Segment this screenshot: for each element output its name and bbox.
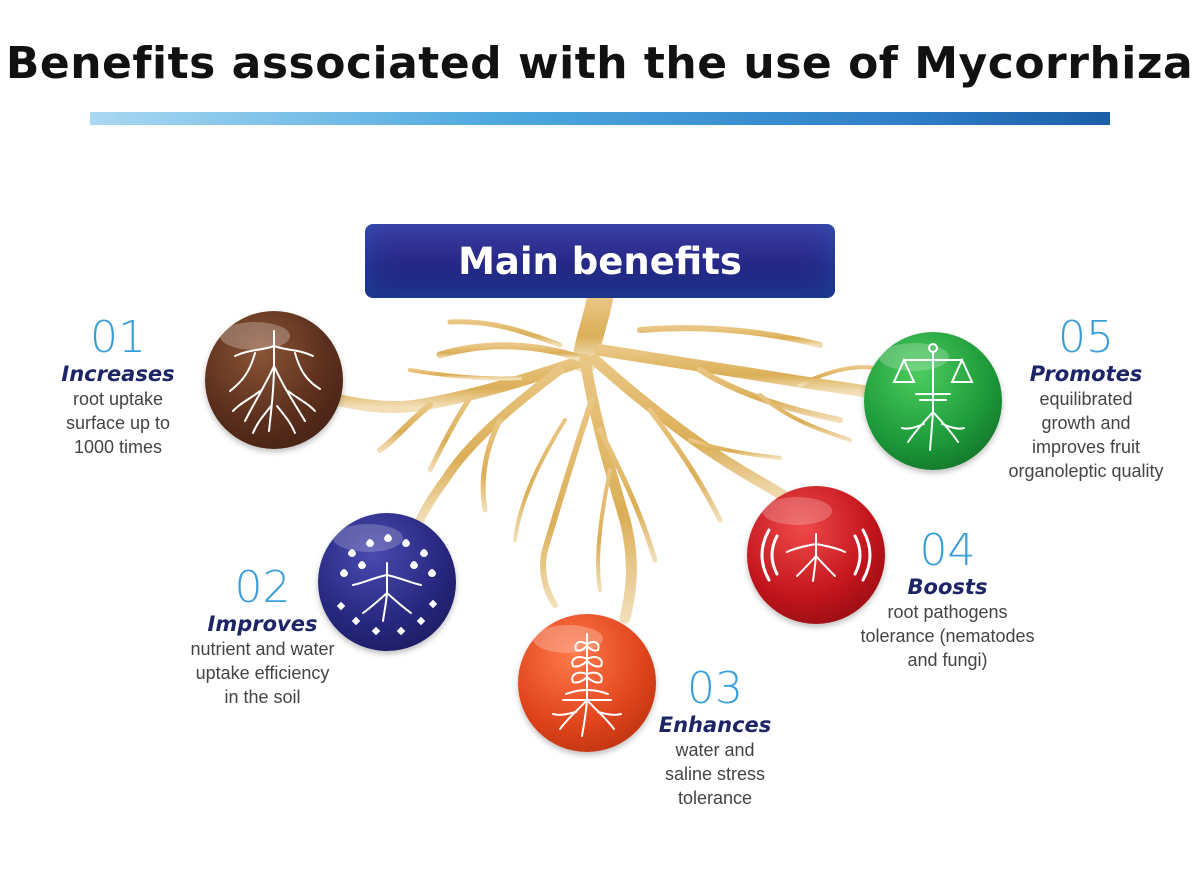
benefit-01-line-2: surface up to (65, 413, 171, 433)
benefit-01-label: 01 Increases root uptake surface up to 1… (40, 315, 196, 459)
benefit-05-line-3: improves fruit (1031, 437, 1141, 457)
benefit-02-line-1: nutrient and water (190, 639, 335, 659)
benefit-05-line-2: growth and (1041, 413, 1131, 433)
benefit-01-verb: Increases (61, 362, 175, 386)
benefit-02-circle (318, 513, 456, 651)
benefit-03-verb: Enhances (658, 713, 772, 737)
benefit-05-line-4: organoleptic quality (1008, 461, 1164, 481)
benefit-04-circle (747, 486, 885, 624)
benefit-03-number: 03 (687, 663, 743, 714)
balance-scale-root-icon (879, 343, 974, 451)
benefit-03-line-3: tolerance (677, 788, 753, 808)
benefit-04-verb: Boosts (907, 575, 988, 599)
benefit-05-number: 05 (1058, 312, 1114, 363)
benefit-04-label: 04 Boosts root pathogens tolerance (nema… (845, 528, 1050, 672)
page-title: Benefits associated with the use of Myco… (5, 38, 1194, 89)
benefit-03-label: 03 Enhances water and saline stress tole… (640, 666, 790, 810)
benefit-03-circle (518, 614, 656, 752)
benefit-02-line-3: in the soil (224, 687, 301, 707)
benefit-02-verb: Improves (207, 612, 318, 636)
benefit-04-number: 04 (919, 525, 976, 576)
root-system-icon (220, 322, 321, 434)
benefit-05-label: 05 Promotes equilibrated growth and impr… (996, 315, 1176, 483)
benefit-03-line-1: water and (675, 740, 755, 760)
title-underline (90, 112, 1110, 125)
benefit-02-number: 02 (234, 562, 291, 613)
benefit-02-line-2: uptake efficiency (195, 663, 330, 683)
benefit-05-verb: Promotes (1029, 362, 1143, 386)
benefit-04-line-1: root pathogens (887, 602, 1008, 622)
plant-root-icon (533, 625, 622, 737)
benefit-05-line-1: equilibrated (1039, 389, 1133, 409)
benefit-03-line-2: saline stress (664, 764, 766, 784)
benefit-04-line-2: tolerance (nematodes (860, 626, 1035, 646)
benefit-01-line-3: 1000 times (73, 437, 163, 457)
water-drops-root-icon (333, 524, 438, 636)
benefit-05-circle (864, 332, 1002, 470)
benefit-01-circle (205, 311, 343, 449)
benefit-02-label: 02 Improves nutrient and water uptake ef… (170, 565, 355, 709)
benefit-01-number: 01 (90, 312, 146, 363)
main-benefits-box: Main benefits (365, 224, 835, 298)
signal-root-icon (760, 497, 872, 582)
benefit-04-line-3: and fungi) (907, 650, 988, 670)
main-benefits-label: Main benefits (458, 239, 742, 283)
benefit-01-line-1: root uptake (72, 389, 164, 409)
